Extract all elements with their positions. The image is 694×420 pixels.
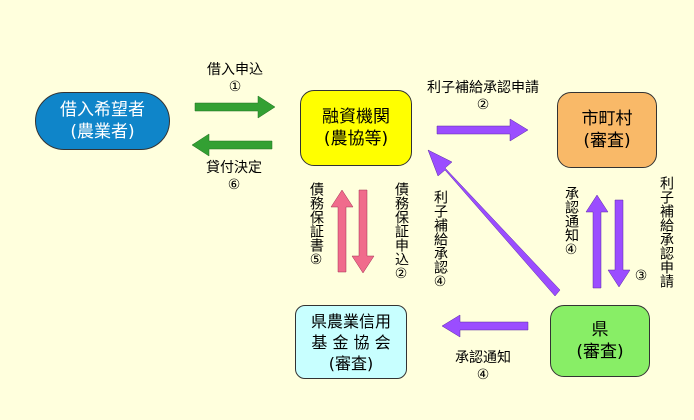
arrow-bank-to-city	[436, 118, 529, 142]
arrow-loan-application	[194, 95, 276, 119]
arrow-city-to-pref	[607, 199, 631, 288]
label-loan-decision: 貸付決定 ⑥	[203, 160, 265, 194]
label-approval-notice-guarantee-num: ④	[476, 367, 490, 383]
arrow-pref-to-guarantee	[441, 314, 529, 338]
node-borrower-line1: 借入希望者	[60, 100, 145, 120]
label-loan-application: 借入申込 ①	[204, 62, 266, 96]
label-subsidy-request-city-pref-num: ③	[633, 180, 649, 284]
label-approval-notice-city: 承認通知④	[563, 186, 579, 258]
label-debt-guarantee-request-num: ②	[393, 266, 409, 282]
label-loan-decision-num: ⑥	[227, 177, 241, 193]
node-borrower-line2: (農業者)	[70, 122, 135, 142]
arrow-pref-to-city	[585, 194, 609, 289]
label-subsidy-request-bank-city-num: ②	[476, 97, 490, 113]
arrow-bank-to-guarantee	[351, 189, 375, 274]
label-approval-notice-guarantee: 承認通知 ④	[448, 350, 518, 384]
node-bank: 融資機関 (農協等)	[300, 90, 412, 166]
label-debt-guarantee-request: 債務保証申込②	[393, 182, 409, 282]
node-prefecture-line1: 県	[591, 320, 609, 340]
label-debt-guarantee-request-text: 債務保証申込	[393, 182, 409, 266]
node-guarantee-line3: (審査)	[328, 353, 374, 373]
node-borrower: 借入希望者 (農業者)	[35, 92, 170, 150]
arrow-pref-to-bank	[427, 149, 561, 297]
label-subsidy-approval: 利子補給承認④	[432, 190, 448, 290]
label-subsidy-approval-num: ④	[432, 274, 448, 290]
label-loan-decision-text: 貸付決定	[206, 160, 262, 176]
label-debt-guarantee-certificate: 債務保証書⑤	[308, 182, 324, 268]
node-city-line1: 市町村	[581, 109, 633, 129]
label-subsidy-approval-text: 利子補給承認	[432, 190, 448, 274]
node-bank-line2: (農協等)	[323, 129, 389, 149]
node-guarantee-line2: 基 金 協 会	[311, 332, 391, 352]
label-approval-notice-guarantee-text: 承認通知	[455, 350, 511, 366]
arrow-guarantee-to-bank	[330, 189, 354, 273]
node-guarantee-line1: 県農業信用	[310, 311, 391, 331]
label-approval-notice-city-text: 承認通知	[563, 186, 579, 242]
label-subsidy-request-city-pref-text: 利子補給承認申請	[658, 176, 674, 288]
node-prefecture: 県 (審査)	[550, 305, 650, 377]
label-loan-application-num: ①	[228, 79, 242, 95]
node-bank-line1: 融資機関	[322, 107, 390, 127]
node-city-line2: (審査)	[583, 131, 631, 151]
label-loan-application-text: 借入申込	[207, 62, 263, 78]
label-debt-guarantee-certificate-num: ⑤	[308, 252, 324, 268]
label-subsidy-request-city-pref: 利子補給承認申請	[658, 176, 674, 288]
label-approval-notice-city-num: ④	[563, 242, 579, 258]
label-debt-guarantee-certificate-text: 債務保証書	[308, 182, 324, 252]
arrow-loan-decision	[191, 133, 273, 157]
label-subsidy-request-bank-city: 利子補給承認申請 ②	[420, 80, 546, 114]
node-prefecture-line2: (審査)	[576, 342, 624, 362]
label-subsidy-request-bank-city-text: 利子補給承認申請	[427, 80, 539, 96]
label-subsidy-request-city-pref-num-text: ③	[633, 268, 649, 284]
node-guarantee-association: 県農業信用 基 金 協 会 (審査)	[295, 305, 407, 379]
node-city: 市町村 (審査)	[557, 92, 657, 168]
